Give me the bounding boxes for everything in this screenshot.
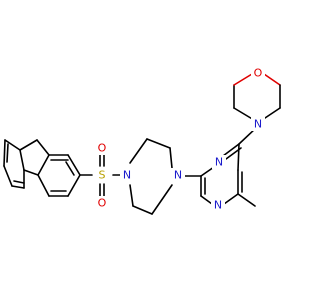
morpholine-oxygen-label: O <box>254 67 263 80</box>
sulfonyl-oxygen-1-label: O <box>98 142 107 155</box>
fluorene-left-ring <box>3 139 25 189</box>
sulfonyl-sulfur-label: S <box>99 169 106 182</box>
morpholine-nitrogen-label: N <box>254 118 262 131</box>
pyrimidine-n3-label: N <box>214 199 222 212</box>
pyrimidine-n1-label: N <box>215 156 223 169</box>
sulfonyl-oxygen-2-label: O <box>98 197 107 210</box>
atom-labels: O N N N N N S O O <box>95 66 265 212</box>
piperazine-n1-label: N <box>174 169 182 182</box>
pyrimidine-ring <box>200 143 243 205</box>
morpholine-ring <box>233 73 281 121</box>
piperazine-n4-label: N <box>123 169 131 182</box>
fluorene-right-ring <box>37 154 81 197</box>
molecule-structure: O N N N N N S O O <box>3 66 281 215</box>
methyl-bond <box>237 193 256 207</box>
piperazine-ring <box>129 138 173 215</box>
fluorene-five-ring <box>19 139 50 176</box>
